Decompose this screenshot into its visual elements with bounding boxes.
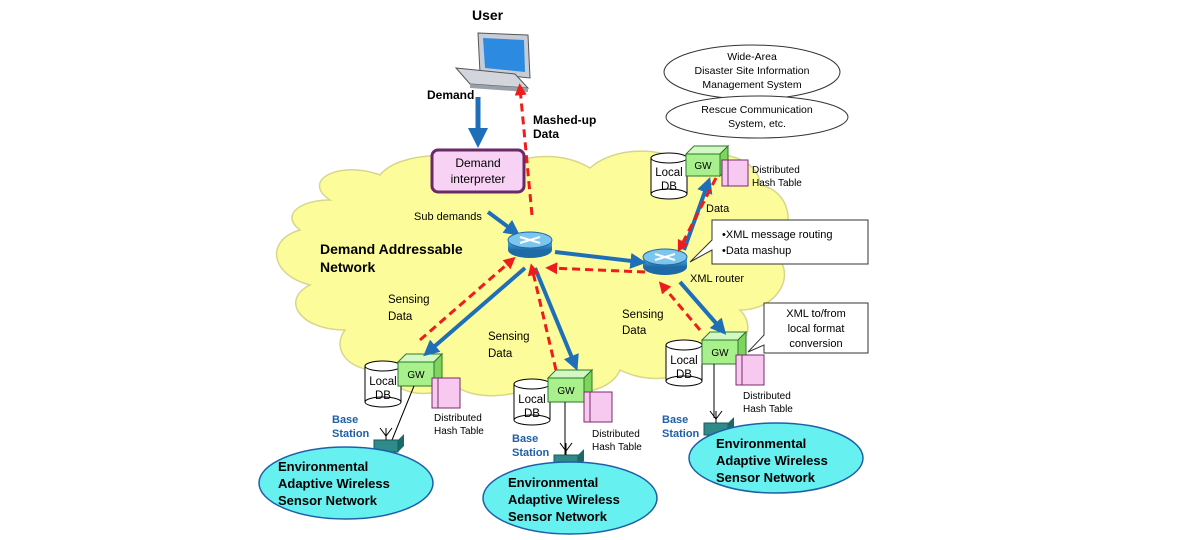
sensor-right-line3: Sensor Network [716,470,816,485]
wide-area-line3: Management System [702,79,801,91]
router-callout-line2: •Data mashup [722,245,791,257]
computer-icon [454,32,531,92]
local-db-top: Local DB [650,152,688,200]
dht-right-line2: Hash Table [743,404,793,415]
dht-center-line1: Distributed [592,429,640,440]
rescue-line2: System, etc. [728,118,786,130]
left-node: Local DB GW Distributed Hash Table [364,352,484,441]
center-node-blue-arrow [533,267,579,371]
local-db-right: Local DB [665,339,703,387]
sensor-network-right: Environmental Adaptive Wireless Sensor N… [688,422,864,494]
db-top-line2: DB [661,181,677,193]
dht-box-top: Distributed Hash Table [721,159,802,189]
network-label-1: Demand Addressable [320,241,463,257]
sensor-center-line3: Sensor Network [508,509,608,524]
db-center-line1: Local [518,394,546,406]
dht-left-line2: Hash Table [434,426,484,437]
antenna-line-left [391,385,415,441]
sensing-left-1: Sensing [388,294,430,306]
interpreter-line1: Demand [455,156,500,170]
center-node: Local DB GW Distributed Hash Table [513,368,642,455]
router-icon-main [507,231,553,258]
xml-router-label: XML router [690,273,744,285]
local-db-left: Local DB [364,360,402,408]
sensing-left-2: Data [388,311,413,323]
format-callout: XML to/from local format conversion [747,302,869,354]
router-icon-xml [642,248,688,275]
top-node-red-arrow [677,177,718,253]
format-callout-line2: local format [788,323,845,335]
wide-area-line2: Disaster Site Information [695,65,810,77]
dht-box-right: Distributed Hash Table [735,354,793,415]
data-label: Data [706,203,730,215]
mashed-up-label-1: Mashed-up [533,113,596,127]
sensor-left-line3: Sensor Network [278,493,378,508]
sub-demands-label: Sub demands [414,211,482,223]
mashed-up-arrow [514,83,534,216]
wide-area-ellipse: Wide-Area Disaster Site Information Mana… [663,44,841,100]
wide-area-line1: Wide-Area [727,51,777,63]
right-node-red-arrow [658,281,702,331]
sensing-center-1: Sensing [488,331,530,343]
sensor-network-center: Environmental Adaptive Wireless Sensor N… [482,461,658,535]
router-callout: •XML message routing •Data mashup [689,219,869,265]
antenna-icon-left [373,427,404,453]
rescue-line1: Rescue Communication [701,104,813,116]
base-right-2: Station [662,428,700,440]
demand-label: Demand [427,88,474,102]
router-callout-line1: •XML message routing [722,229,832,241]
network-label-2: Network [320,259,375,275]
center-node-red-arrow [527,263,558,371]
gw-center-label: GW [557,386,575,397]
format-callout-line1: XML to/from [786,308,846,320]
sensor-right-line1: Environmental [716,436,806,451]
dht-box-center: Distributed Hash Table [583,391,642,453]
base-center-2: Station [512,447,550,459]
dht-box-left: Distributed Hash Table [431,377,484,437]
db-center-line2: DB [524,408,540,420]
right-node: Local DB GW Distributed Hash Table [665,330,793,418]
left-node-blue-arrow [423,266,527,357]
db-left-line2: DB [375,390,391,402]
mashed-up-label-2: Data [533,127,559,141]
base-center-1: Base [512,433,538,445]
dht-top-line1: Distributed [752,165,800,176]
base-left-1: Base [332,414,358,426]
sensor-center-line1: Environmental [508,475,598,490]
demand-interpreter-box: Demand interpreter [430,148,526,194]
rescue-ellipse: Rescue Communication System, etc. [665,95,849,139]
top-node: Local DB GW Distributed Hash Table [650,144,802,200]
sensing-center-2: Data [488,348,513,360]
interpreter-line2: interpreter [451,172,506,186]
local-db-center: Local DB [513,378,551,426]
db-top-line1: Local [655,167,683,179]
sensor-right-line2: Adaptive Wireless [716,453,828,468]
dht-top-line2: Hash Table [752,178,802,189]
base-left-2: Station [332,428,370,440]
router-return-arrow [545,262,646,275]
db-right-line2: DB [676,369,692,381]
sensor-center-line2: Adaptive Wireless [508,492,620,507]
sensor-left-line1: Environmental [278,459,368,474]
dht-center-line2: Hash Table [592,442,642,453]
right-node-blue-arrow [678,280,727,335]
dht-left-line1: Distributed [434,413,482,424]
format-callout-line3: conversion [789,338,842,350]
sensor-network-left: Environmental Adaptive Wireless Sensor N… [258,446,434,520]
left-node-red-arrow [419,256,516,342]
dht-right-line1: Distributed [743,391,791,402]
base-right-1: Base [662,414,688,426]
gw-left-label: GW [407,370,425,381]
db-left-line1: Local [369,376,397,388]
sensing-right-1: Sensing [622,309,664,321]
db-right-line1: Local [670,355,698,367]
sensor-left-line2: Adaptive Wireless [278,476,390,491]
gw-top-label: GW [694,161,712,172]
sensing-right-2: Data [622,325,647,337]
user-label: User [472,7,504,23]
sub-demands-arrow [486,210,521,236]
gw-right-label: GW [711,348,729,359]
router-link-arrow [554,250,647,269]
